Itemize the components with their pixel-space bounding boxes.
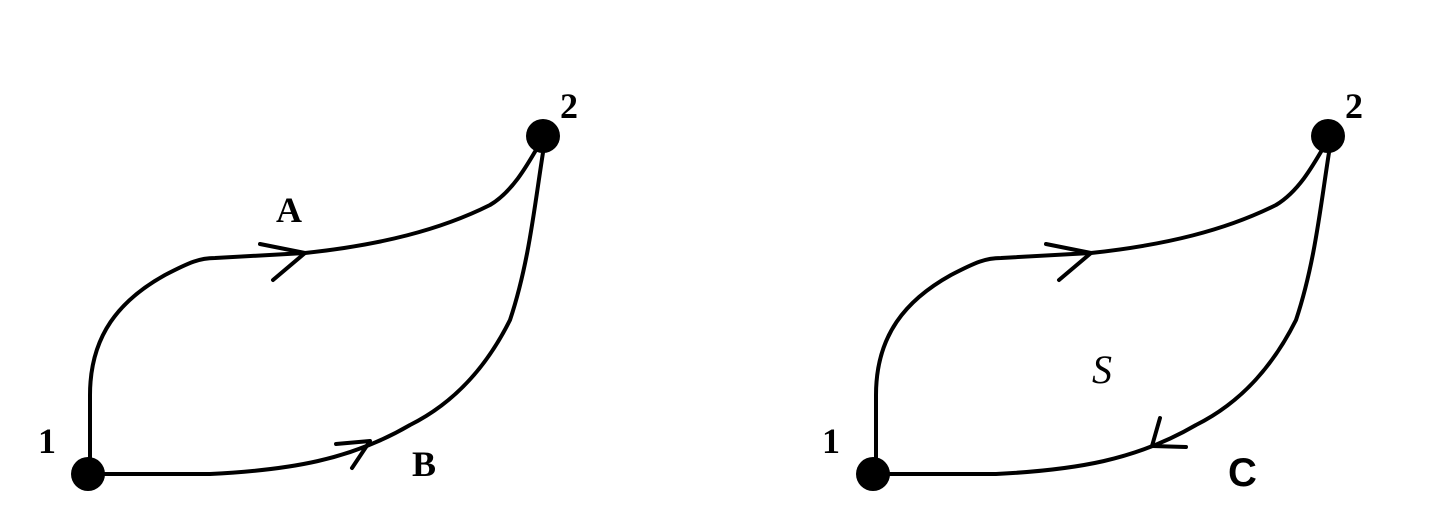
label-a: A	[276, 190, 302, 230]
node-2-right	[1311, 119, 1345, 153]
arrow-a	[258, 242, 307, 282]
arrow-c	[1150, 416, 1188, 449]
node-1-right	[856, 457, 890, 491]
arrow-upper-right	[1044, 242, 1093, 282]
path-b	[88, 138, 547, 476]
node-2-left	[526, 119, 560, 153]
left-diagram: 1 2 A B	[38, 86, 578, 491]
node-1-left	[71, 457, 105, 491]
label-s: S	[1092, 347, 1112, 392]
label-1-right: 1	[822, 421, 840, 461]
arrow-b	[334, 439, 372, 470]
label-2-left: 2	[560, 86, 578, 126]
loop-c	[874, 138, 1333, 476]
label-1-left: 1	[38, 421, 56, 461]
path-upper-right	[874, 136, 1331, 472]
path-a	[88, 136, 545, 472]
label-c: C	[1228, 451, 1257, 495]
right-diagram: 1 2 S C	[822, 86, 1363, 495]
label-2-right: 2	[1345, 86, 1363, 126]
label-b: B	[412, 444, 436, 484]
